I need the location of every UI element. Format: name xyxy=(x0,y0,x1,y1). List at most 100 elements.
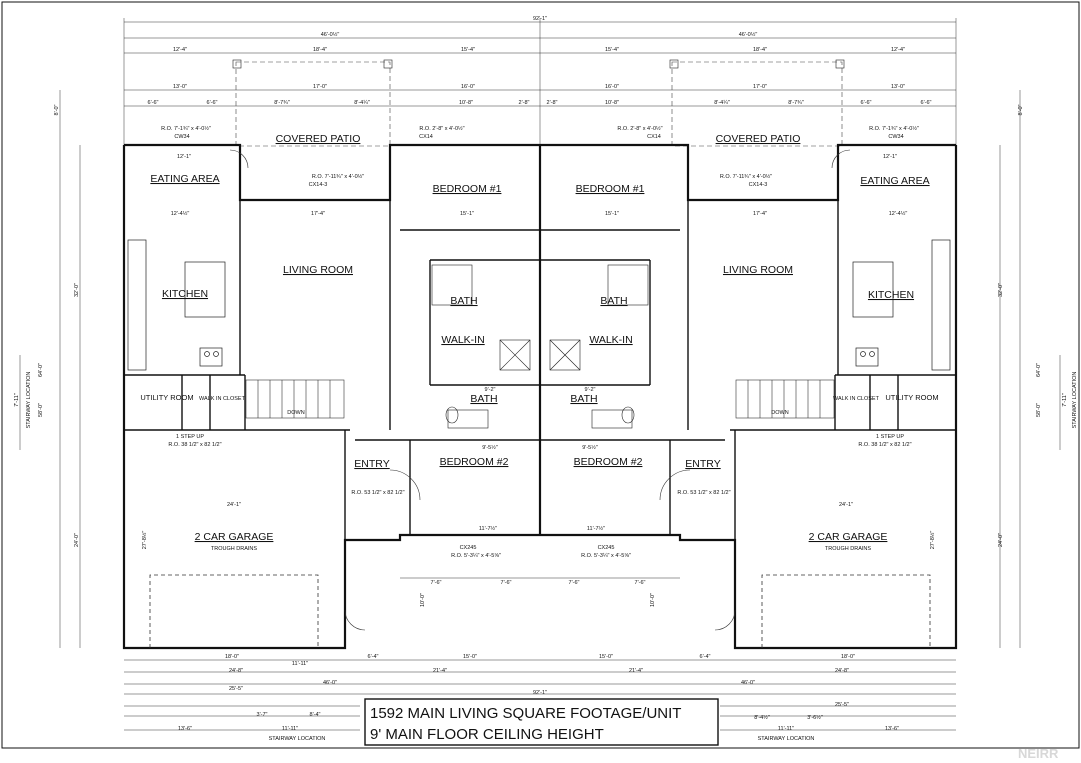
room-wic-left: WALK IN CLOSET xyxy=(199,396,246,402)
note-entry-ro-right: R.O. 53 1/2" x 82 1/2" xyxy=(677,490,730,496)
dim-l-b2: 24'-8" xyxy=(229,668,243,674)
bath-fixtures xyxy=(431,264,649,429)
dim-l-b: 18'-4" xyxy=(313,47,327,53)
kitchen-fixtures xyxy=(127,239,951,371)
dim-l-h: 6'-6" xyxy=(207,100,218,106)
top-dimensions: 92'-1" 46'-0½" 46'-0½" 12'-4" 18'-4" 15'… xyxy=(123,16,957,150)
dim-r-i: 8'-7¾" xyxy=(788,100,804,106)
note-patio-code-right: CX14-3 xyxy=(749,182,768,188)
dim-r-a: 12'-4" xyxy=(891,47,905,53)
note-patio-window-left: R.O. 7'-11¾" x 4'-0½" xyxy=(312,173,364,180)
dim-r-v6: 7'-11" xyxy=(1062,393,1068,407)
dim-l-b10: 8'-4" xyxy=(310,712,321,718)
room-entry-right: ENTRY xyxy=(685,458,720,470)
dim-eat-w2-right: 12'-4½" xyxy=(889,210,908,217)
garage-front-dims: 7'-6" 7'-6" 7'-6" 7'-6" 10'-0" 10'-0" xyxy=(400,577,680,607)
garage-doors xyxy=(149,574,931,648)
dim-bottom-total: 92'-1" xyxy=(533,690,547,696)
note-step-up-right: 1 STEP UP xyxy=(876,434,904,440)
patio-roofs xyxy=(232,59,845,147)
note-eat-window-left: R.O. 7'-1¾" x 4'-0½" xyxy=(161,125,211,132)
dim-right-half: 46'-0½" xyxy=(739,31,758,38)
info-box: 1592 MAIN LIVING SQUARE FOOTAGE/UNIT 9' … xyxy=(364,698,719,746)
stairway-label-left: STAIRWAY LOCATION xyxy=(26,372,32,429)
dim-r-b11b: 7'-6" xyxy=(635,580,646,586)
dim-r-b3: 25'-5" xyxy=(835,702,849,708)
dim-l-k: 10'-8" xyxy=(459,100,473,106)
dim-l-b8: 13'-6" xyxy=(178,726,192,732)
dim-r-b12: 10'-0" xyxy=(650,593,656,607)
dim-l-d: 13'-0" xyxy=(173,84,187,90)
dim-bed2-w2-left: 9'-5½" xyxy=(482,444,498,451)
note-patio-window-right: R.O. 7'-11¾" x 4'-0½" xyxy=(720,173,772,180)
note-step-up-left: 1 STEP UP xyxy=(176,434,204,440)
dim-r-b10: 8'-4½" xyxy=(754,714,770,721)
note-bed1-window-left: R.O. 2'-8" x 4'-0½" xyxy=(419,125,464,132)
dim-r-v2: 32'-0" xyxy=(998,283,1004,297)
dim-l-b6: 15'-0" xyxy=(463,654,477,660)
dim-liv-w-left: 17'-4" xyxy=(311,211,325,217)
watermark-logo: NEIRR xyxy=(1018,746,1059,761)
stairs xyxy=(245,379,835,419)
rooms-right: COVERED PATIO EATING AREA BEDROOM #1 LIV… xyxy=(570,125,938,559)
dim-r-b7: 6'-4" xyxy=(700,654,711,660)
note-eat-code-left: CW34 xyxy=(174,134,189,140)
room-utility-right: UTILITY ROOM xyxy=(885,393,938,402)
dim-l-g: 6'-6" xyxy=(148,100,159,106)
note-step-ro-right: R.O. 38 1/2" x 82 1/2" xyxy=(858,442,911,448)
rooms-left: COVERED PATIO EATING AREA BEDROOM #1 LIV… xyxy=(140,125,508,559)
dim-gar-w-right: 24'-1" xyxy=(839,502,853,508)
dim-r-b4b: 11'-11" xyxy=(778,726,794,732)
note-bed1-window-right: R.O. 2'-8" x 4'-0½" xyxy=(617,125,662,132)
dim-r-c: 15'-4" xyxy=(605,47,619,53)
room-bedroom1-right: BEDROOM #1 xyxy=(576,183,645,195)
dim-l-b12: 10'-0" xyxy=(420,593,426,607)
dim-l-b11a: 7'-6" xyxy=(431,580,442,586)
note-patio-code-left: CX14-3 xyxy=(309,182,328,188)
stairway-label-right: STAIRWAY LOCATION xyxy=(1072,372,1078,429)
dim-gar-w-left: 24'-1" xyxy=(227,502,241,508)
interior-walls-left xyxy=(124,200,540,540)
room-walkin-left: WALK-IN xyxy=(441,334,484,346)
dim-l-v1: 8'-0" xyxy=(54,104,60,115)
dim-eat-w-left: 12'-1" xyxy=(177,154,191,160)
dim-r-b: 18'-4" xyxy=(753,47,767,53)
room-bath2-right: BATH xyxy=(570,393,597,405)
room-walkin-right: WALK-IN xyxy=(589,334,632,346)
room-kitchen-right: KITCHEN xyxy=(868,289,914,301)
dim-l-v5: 58'-0" xyxy=(38,403,44,417)
note-bed2-code-left: CX245 xyxy=(460,545,477,551)
note-eat-code-right: CW34 xyxy=(888,134,903,140)
dim-l-a: 12'-4" xyxy=(173,47,187,53)
interior-walls-right xyxy=(540,200,956,540)
dim-r-b6: 15'-0" xyxy=(599,654,613,660)
note-down-right: DOWN xyxy=(771,410,788,416)
note-step-ro-left: R.O. 38 1/2" x 82 1/2" xyxy=(168,442,221,448)
dim-l-v4: 64'-0" xyxy=(38,363,44,377)
stairway-bottom-right: STAIRWAY LOCATION xyxy=(758,736,815,742)
note-bed2-window-left: R.O. 5'-3¼" x 4'-5⅝" xyxy=(451,553,501,559)
dim-r-v5: 58'-0" xyxy=(1036,403,1042,417)
sheet-border xyxy=(1,1,1080,749)
room-bath1-right: BATH xyxy=(600,295,627,307)
dim-bed2-w-right: 11'-7½" xyxy=(587,525,605,532)
dim-l-b7: 6'-4" xyxy=(368,654,379,660)
info-line-2: 9' MAIN FLOOR CEILING HEIGHT xyxy=(370,726,604,743)
dim-r-k: 10'-8" xyxy=(605,100,619,106)
dim-l-b5: 21'-4" xyxy=(433,668,447,674)
stairway-bottom-left: STAIRWAY LOCATION xyxy=(269,736,326,742)
dim-l-b1: 18'-0" xyxy=(225,654,239,660)
room-living-right: LIVING ROOM xyxy=(723,264,793,276)
dim-l-b9: 3'-7" xyxy=(257,712,268,718)
dim-liv-w-right: 17'-4" xyxy=(753,211,767,217)
room-utility-left: UTILITY ROOM xyxy=(140,393,193,402)
dim-r-g: 6'-6" xyxy=(921,100,932,106)
note-trough-drains-left: TROUGH DRAINS xyxy=(211,546,257,552)
room-garage-right: 2 CAR GARAGE xyxy=(809,531,888,543)
dim-gar-d-left: 27'-8½" xyxy=(141,531,148,550)
room-bedroom1-left: BEDROOM #1 xyxy=(433,183,502,195)
dim-bed1-w-left: 15'-1" xyxy=(460,211,474,217)
room-eating-area-left: EATING AREA xyxy=(150,173,219,185)
note-bed1-code-right: CX14 xyxy=(647,134,661,140)
